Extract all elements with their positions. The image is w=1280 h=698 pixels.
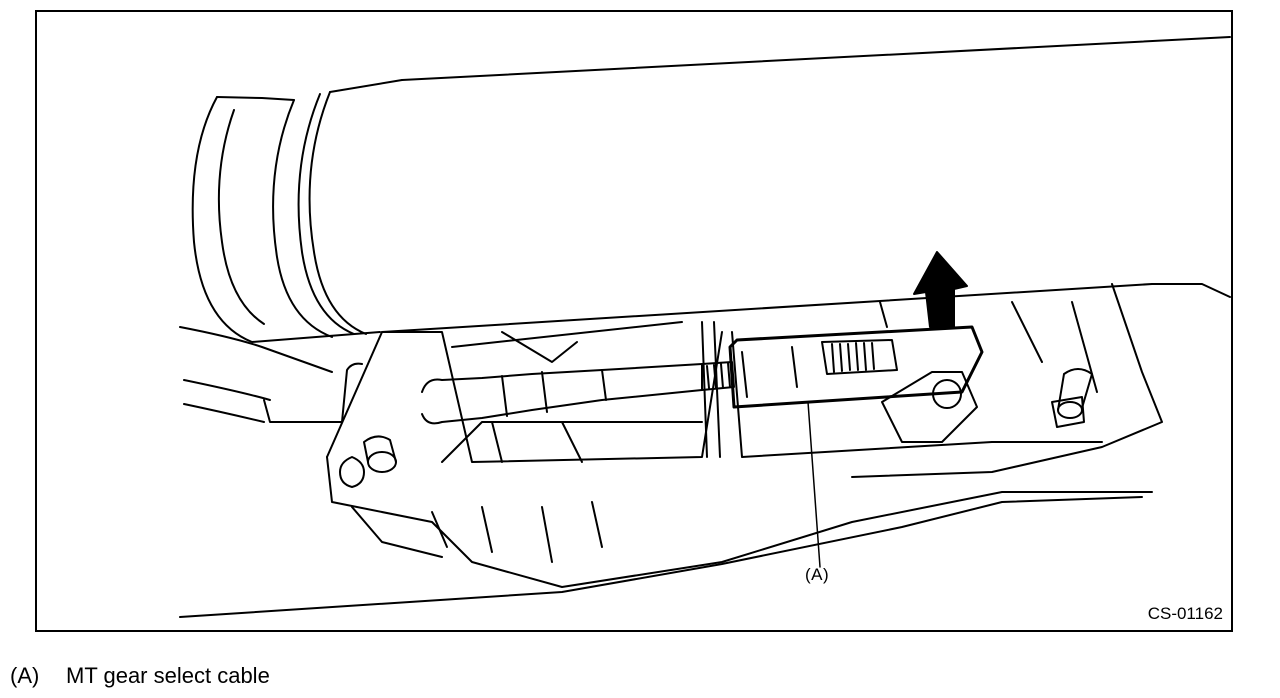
gear-select-cable [263, 361, 735, 425]
callout-label-a: (A) [805, 565, 830, 584]
legend-text: MT gear select cable [66, 663, 270, 688]
select-lever [879, 301, 978, 443]
transmission-line-drawing [179, 36, 1231, 618]
bolt-right [1051, 368, 1093, 428]
up-arrow-icon [913, 251, 968, 328]
figure-code: CS-01162 [1147, 604, 1223, 623]
legend-item: (A) MT gear select cable [10, 663, 270, 689]
callout-leader [807, 401, 821, 568]
cable-end-connector-a [728, 325, 984, 409]
legend-key: (A) [10, 663, 40, 688]
gear-housing [179, 283, 1231, 618]
illustration-frame: (A) CS-01162 [35, 10, 1233, 632]
bolt-left [363, 435, 397, 473]
upper-tube [191, 36, 1231, 343]
